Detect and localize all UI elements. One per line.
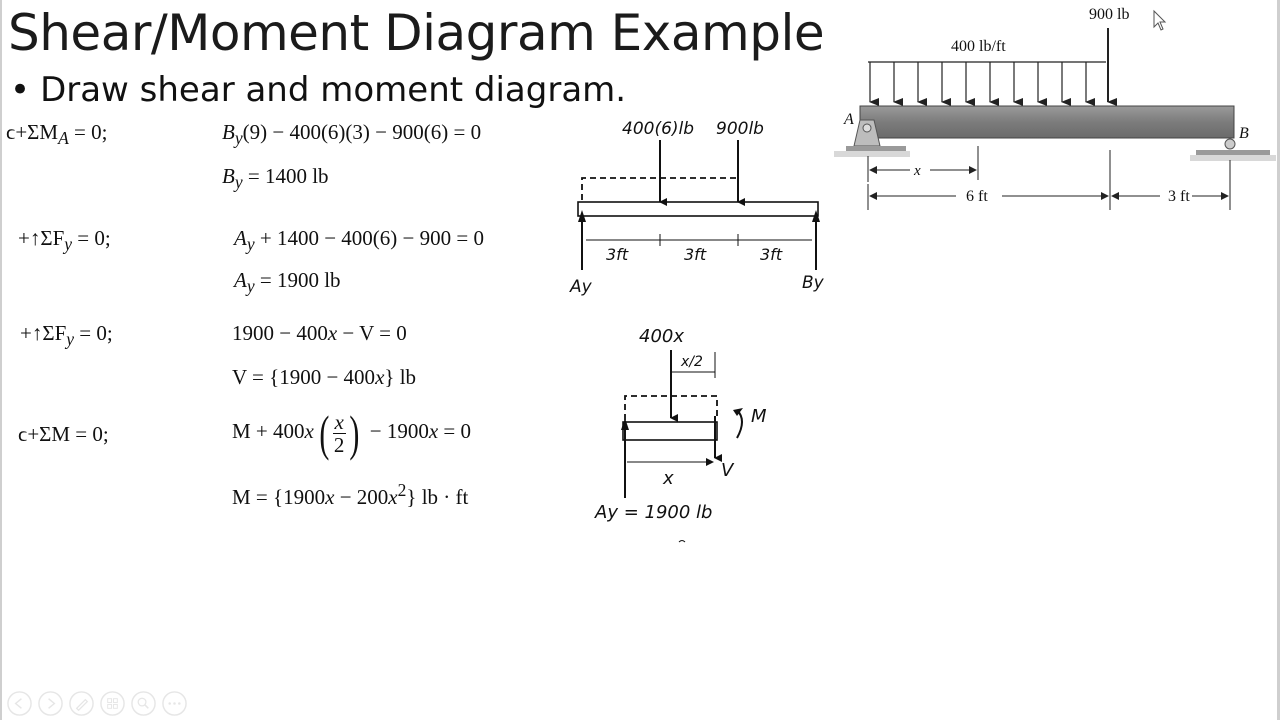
beam	[859, 105, 1235, 139]
sketch-reaction-ay: Ay	[569, 277, 593, 297]
figure-x-label: x	[913, 163, 921, 179]
section-reaction-label: Ay = 1900 lb	[594, 502, 712, 523]
result-ay: Ay = 1900 lb	[234, 268, 341, 297]
roller-support-b	[1190, 138, 1276, 161]
figure-distributed-load: 400 lb/ft	[951, 38, 1006, 55]
slide-right-border	[1277, 0, 1280, 720]
section-load-label: 400x	[639, 326, 684, 347]
figure-support-b: B	[1239, 125, 1249, 142]
equation-label-forces-y-2: +↑ΣFy = 0;	[20, 321, 113, 350]
slideshow-toolbar	[6, 690, 188, 717]
section-half-label: x/2	[680, 354, 703, 370]
free-body-sketch: 400(6)lb 900lb 3ft 3ft 3ft Ay By	[569, 119, 825, 297]
mouse-cursor	[1153, 9, 1167, 31]
zoom-icon[interactable]	[130, 690, 157, 717]
slide-title: Shear/Moment Diagram Example	[8, 4, 825, 62]
figure-span-3ft: 3 ft	[1168, 188, 1190, 205]
bullet-text: •Draw shear and moment diagram.	[10, 70, 626, 110]
section-shear-label: V	[721, 460, 735, 481]
result-shear: V = {1900 − 400x} lb	[232, 365, 417, 389]
section-sketch: 400x x/2 M V x Ay = 1900 lb	[594, 326, 767, 543]
equation-moment-a: By(9) − 400(6)(3) − 900(6) = 0	[222, 120, 482, 149]
distributed-load-arrows	[869, 62, 1095, 106]
figure-span-6ft: 6 ft	[966, 188, 988, 205]
result-moment: M = {1900x − 200x2} lb · ft	[232, 480, 469, 509]
section-moment-label: M	[751, 406, 767, 427]
next-icon[interactable]	[37, 690, 64, 717]
more-icon[interactable]	[161, 690, 188, 717]
slide-left-border	[0, 0, 2, 720]
bullet-label: Draw shear and moment diagram.	[40, 70, 627, 110]
sketch-load-distributed: 400(6)lb	[622, 119, 694, 139]
pen-icon[interactable]	[68, 690, 95, 717]
slides-grid-icon[interactable]	[99, 690, 126, 717]
pin-support-a	[834, 119, 910, 157]
equation-forces-y-1: Ay + 1400 − 400(6) − 900 = 0	[234, 226, 484, 255]
previous-icon[interactable]	[6, 690, 33, 717]
section-dist-label: x	[662, 468, 674, 489]
sketch-span-2: 3ft	[684, 245, 707, 264]
result-by: By = 1400 lb	[222, 164, 329, 193]
bullet-dot: •	[10, 70, 31, 110]
equation-label-moment: ϲ+ΣM = 0;	[18, 422, 109, 446]
equation-label-moment-a: ϲ+ΣMA = 0;	[6, 120, 108, 149]
sketch-span-1: 3ft	[606, 245, 629, 264]
sketch-load-point: 900lb	[716, 119, 764, 139]
equation-label-forces-y-1: +↑ΣFy = 0;	[18, 226, 111, 255]
sketch-span-3: 3ft	[760, 245, 783, 264]
equation-shear: 1900 − 400x − V = 0	[232, 321, 407, 345]
figure-support-a: A	[843, 111, 854, 128]
figure-point-load: 900 lb	[1089, 6, 1129, 23]
beam-figure: 900 lb 400 lb/ft A	[834, 6, 1276, 210]
sketch-reaction-by: By	[802, 273, 825, 293]
